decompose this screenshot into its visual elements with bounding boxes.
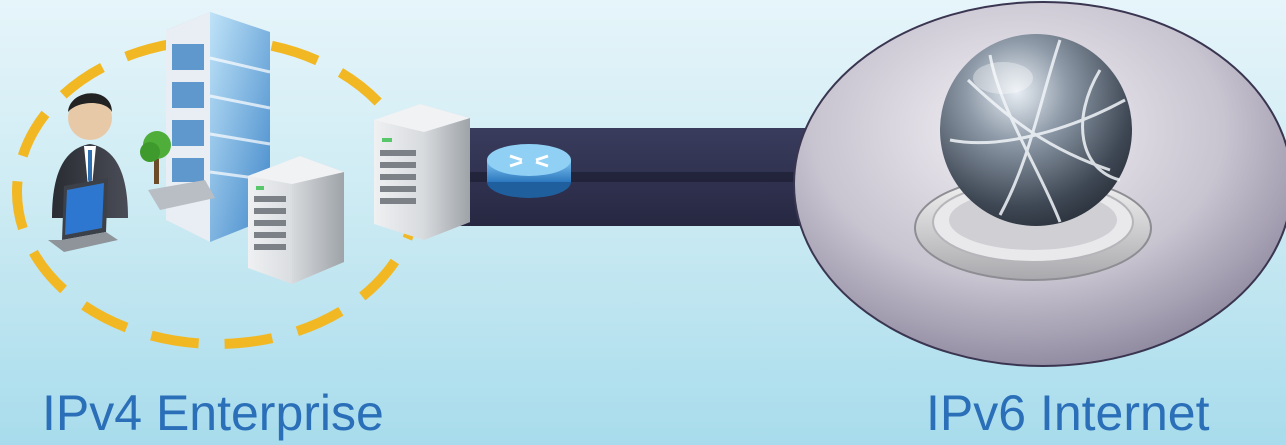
edge-server-icon — [374, 104, 470, 240]
user-laptop-icon — [48, 93, 128, 252]
enterprise-label: IPv4 Enterprise — [42, 388, 384, 438]
router-icon — [487, 144, 571, 198]
internet-label: IPv6 Internet — [926, 388, 1210, 438]
server-icon — [248, 156, 344, 284]
